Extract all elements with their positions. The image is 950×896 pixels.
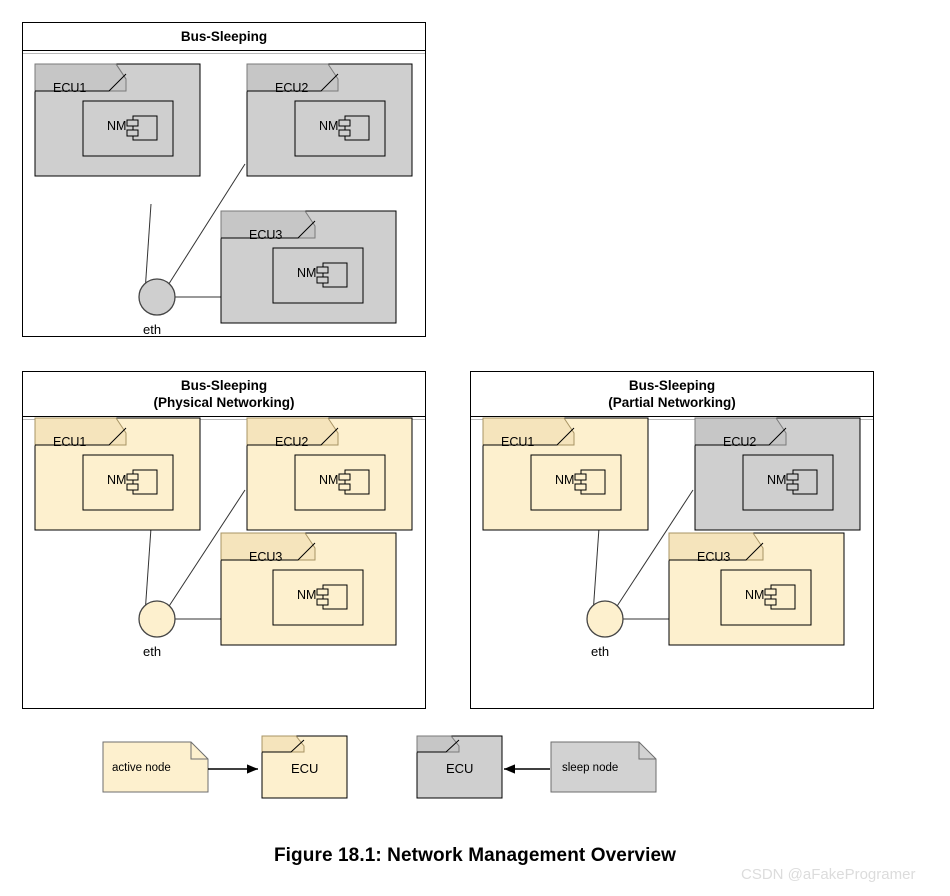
component-icon bbox=[316, 262, 348, 288]
panel-title-bus-sleeping: Bus-Sleeping bbox=[23, 23, 425, 51]
panel-title-line-2: (Partial Networking) bbox=[608, 395, 736, 410]
component-icon bbox=[338, 115, 370, 141]
panel-body-bus-sleeping-physical: ECU1 ECU2 ECU3 NM NM NM eth bbox=[23, 417, 425, 708]
panel-bus-sleeping-partial: Bus-Sleeping (Partial Networking) bbox=[470, 371, 874, 709]
csdn-watermark: CSDN @aFakeProgramer bbox=[741, 866, 916, 883]
ecu-label-ecu1: ECU1 bbox=[501, 435, 535, 449]
component-icon bbox=[316, 584, 348, 610]
panel-title-separator bbox=[23, 417, 425, 420]
panel-title-line: Bus-Sleeping bbox=[180, 29, 268, 44]
ecu-node-ecu3[interactable] bbox=[668, 532, 845, 646]
panel-title-separator bbox=[23, 51, 425, 54]
hub-eth[interactable] bbox=[138, 600, 176, 638]
panel-body-bus-sleeping: ECU1 ECU2 ECU3 NM NM NM eth bbox=[23, 54, 425, 337]
ecu-node-ecu3[interactable] bbox=[220, 532, 397, 646]
ecu-label-ecu1: ECU1 bbox=[53, 81, 87, 95]
component-icon bbox=[126, 115, 158, 141]
diagram-canvas-partial bbox=[482, 417, 861, 646]
ecu-node-ecu1[interactable] bbox=[482, 417, 649, 531]
legend-label-ecu-sleep: ECU bbox=[446, 761, 474, 776]
nm-label-ecu1: NM bbox=[107, 473, 127, 487]
nm-label-ecu3: NM bbox=[297, 588, 317, 602]
ecu1-inner-frame bbox=[530, 454, 622, 511]
legend-note-active-node[interactable] bbox=[102, 741, 209, 793]
ecu3-inner-frame bbox=[272, 247, 364, 304]
legend-ecu-sleep[interactable] bbox=[416, 735, 503, 799]
ecu2-inner-frame bbox=[742, 454, 834, 511]
ecu1-inner-frame bbox=[82, 454, 174, 511]
legend-ecu-active[interactable] bbox=[261, 735, 348, 799]
nm-label-ecu1: NM bbox=[555, 473, 575, 487]
component-icon bbox=[574, 469, 606, 495]
hub-eth[interactable] bbox=[138, 278, 176, 316]
legend-label-ecu-active: ECU bbox=[291, 761, 319, 776]
ecu3-inner-frame bbox=[272, 569, 364, 626]
panel-title-separator bbox=[471, 417, 873, 420]
diagram-canvas-bus-sleeping bbox=[34, 63, 413, 324]
link-ecu2-eth bbox=[157, 489, 246, 624]
link-ecu1-eth bbox=[592, 527, 600, 615]
panel-title-bus-sleeping-partial: Bus-Sleeping (Partial Networking) bbox=[471, 372, 873, 417]
ecu-node-ecu1[interactable] bbox=[34, 63, 201, 177]
ecu-label-ecu1: ECU1 bbox=[53, 435, 87, 449]
component-icon bbox=[126, 469, 158, 495]
link-ecu1-eth bbox=[144, 203, 152, 293]
nm-label-ecu2: NM bbox=[319, 119, 339, 133]
ecu-node-ecu1[interactable] bbox=[34, 417, 201, 531]
diagram-canvas-physical bbox=[34, 417, 413, 646]
ecu3-inner-frame bbox=[720, 569, 812, 626]
ecu-label-ecu2: ECU2 bbox=[275, 435, 309, 449]
hub-eth[interactable] bbox=[586, 600, 624, 638]
ecu-label-ecu3: ECU3 bbox=[697, 550, 731, 564]
panel-title-bus-sleeping-physical: Bus-Sleeping (Physical Networking) bbox=[23, 372, 425, 417]
panel-title-line-1: Bus-Sleeping bbox=[180, 378, 268, 393]
panel-body-bus-sleeping-partial: ECU1 ECU2 ECU3 NM NM NM eth bbox=[471, 417, 873, 708]
nm-label-ecu3: NM bbox=[297, 266, 317, 280]
ecu-label-ecu2: ECU2 bbox=[723, 435, 757, 449]
ecu-node-ecu3[interactable] bbox=[220, 210, 397, 324]
legend-label-sleep-node: sleep node bbox=[562, 762, 619, 774]
panel-title-line-2: (Physical Networking) bbox=[153, 395, 295, 410]
component-icon bbox=[338, 469, 370, 495]
ecu-node-ecu2[interactable] bbox=[694, 417, 861, 531]
legend-label-active-node: active node bbox=[112, 762, 171, 774]
hub-label-eth: eth bbox=[591, 644, 610, 659]
ecu-label-ecu2: ECU2 bbox=[275, 81, 309, 95]
figure-caption: Figure 18.1: Network Management Overview bbox=[273, 845, 677, 866]
link-ecu2-eth bbox=[157, 163, 246, 302]
link-ecu1-eth bbox=[144, 527, 152, 615]
panel-bus-sleeping: Bus-Sleeping bbox=[22, 22, 426, 337]
legend-canvas bbox=[102, 735, 657, 799]
ecu2-inner-frame bbox=[294, 100, 386, 157]
hub-label-eth: eth bbox=[143, 644, 162, 659]
panel-bus-sleeping-physical: Bus-Sleeping (Physical Networking) bbox=[22, 371, 426, 709]
ecu1-inner-frame bbox=[82, 100, 174, 157]
nm-label-ecu2: NM bbox=[767, 473, 787, 487]
ecu-node-ecu2[interactable] bbox=[246, 417, 413, 531]
legend-note-sleep-node[interactable] bbox=[550, 741, 657, 793]
nm-label-ecu1: NM bbox=[107, 119, 127, 133]
ecu-label-ecu3: ECU3 bbox=[249, 550, 283, 564]
legend: active node ECU ECU sleep node bbox=[95, 730, 855, 805]
hub-label-eth: eth bbox=[143, 322, 162, 337]
nm-label-ecu2: NM bbox=[319, 473, 339, 487]
ecu2-inner-frame bbox=[294, 454, 386, 511]
nm-label-ecu3: NM bbox=[745, 588, 765, 602]
ecu-label-ecu3: ECU3 bbox=[249, 228, 283, 242]
component-icon bbox=[786, 469, 818, 495]
panel-title-line-1: Bus-Sleeping bbox=[628, 378, 716, 393]
link-ecu2-eth bbox=[605, 489, 694, 624]
ecu-node-ecu2[interactable] bbox=[246, 63, 413, 177]
component-icon bbox=[764, 584, 796, 610]
